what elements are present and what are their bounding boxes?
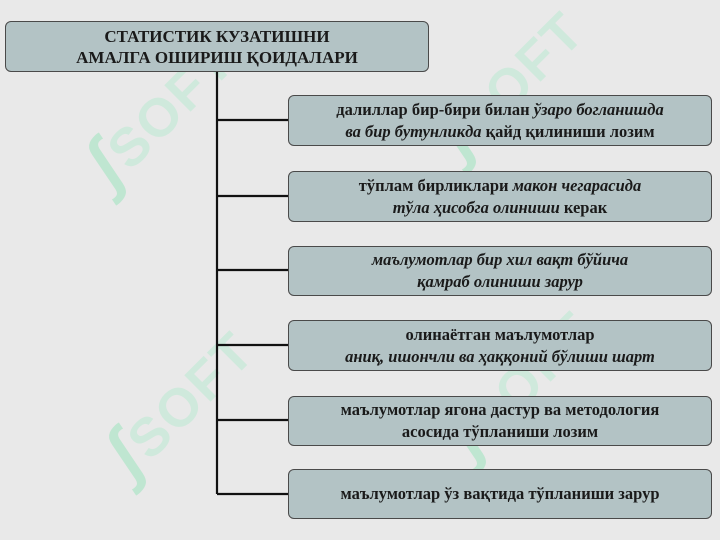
rule-text-italic: маълумотлар бир хил вақт бўйича (371, 250, 629, 269)
rule-box-3: маълумотлар бир хил вақт бўйича қамраб о… (288, 246, 712, 296)
rule-text-italic: қамраб олиниши зарур (417, 272, 583, 291)
title-line-1: СТАТИСТИК КУЗАТИШНИ (104, 26, 330, 46)
rule-text: олинаётган маълумотлар (405, 324, 595, 344)
rule-text: маълумотлар ўз вақтида тўпланиши зарур (340, 484, 660, 503)
rule-text: маълумотлар ягона дастур ва методология (340, 400, 660, 419)
rule-text-italic: макон чегарасида (512, 175, 642, 195)
rule-text: керак (563, 197, 608, 217)
rule-box-5: маълумотлар ягона дастур ва методология … (288, 396, 712, 446)
rule-text: қайд қилиниши лозим (485, 121, 655, 141)
rule-box-1: далиллар бир-бири билан ўзаро богланишда… (288, 95, 712, 146)
rule-text-italic: ўзаро богланишда (533, 99, 664, 119)
rule-box-6: маълумотлар ўз вақтида тўпланиши зарур (288, 469, 712, 519)
rule-text-italic: аниқ, ишончли ва ҳаққоний бўлиши шарт (345, 346, 655, 366)
rule-text: далиллар бир-бири билан (336, 99, 534, 119)
title-line-2: АМАЛГА ОШИРИШ ҚОИДАЛАРИ (76, 47, 358, 67)
rule-text: тўплам бирликлари (358, 175, 513, 195)
rule-box-4: олинаётган маълумотлар аниқ, ишончли ва … (288, 320, 712, 371)
rule-text: асосида тўпланиши лозим (401, 422, 599, 441)
rule-text-italic: тўла ҳисобга олиниши (392, 197, 564, 217)
diagram-title-box: СТАТИСТИК КУЗАТИШНИ АМАЛГА ОШИРИШ ҚОИДАЛ… (5, 21, 429, 72)
rule-text-italic: ва бир бутунликда (345, 121, 486, 141)
rule-box-2: тўплам бирликлари макон чегарасида тўла … (288, 171, 712, 222)
